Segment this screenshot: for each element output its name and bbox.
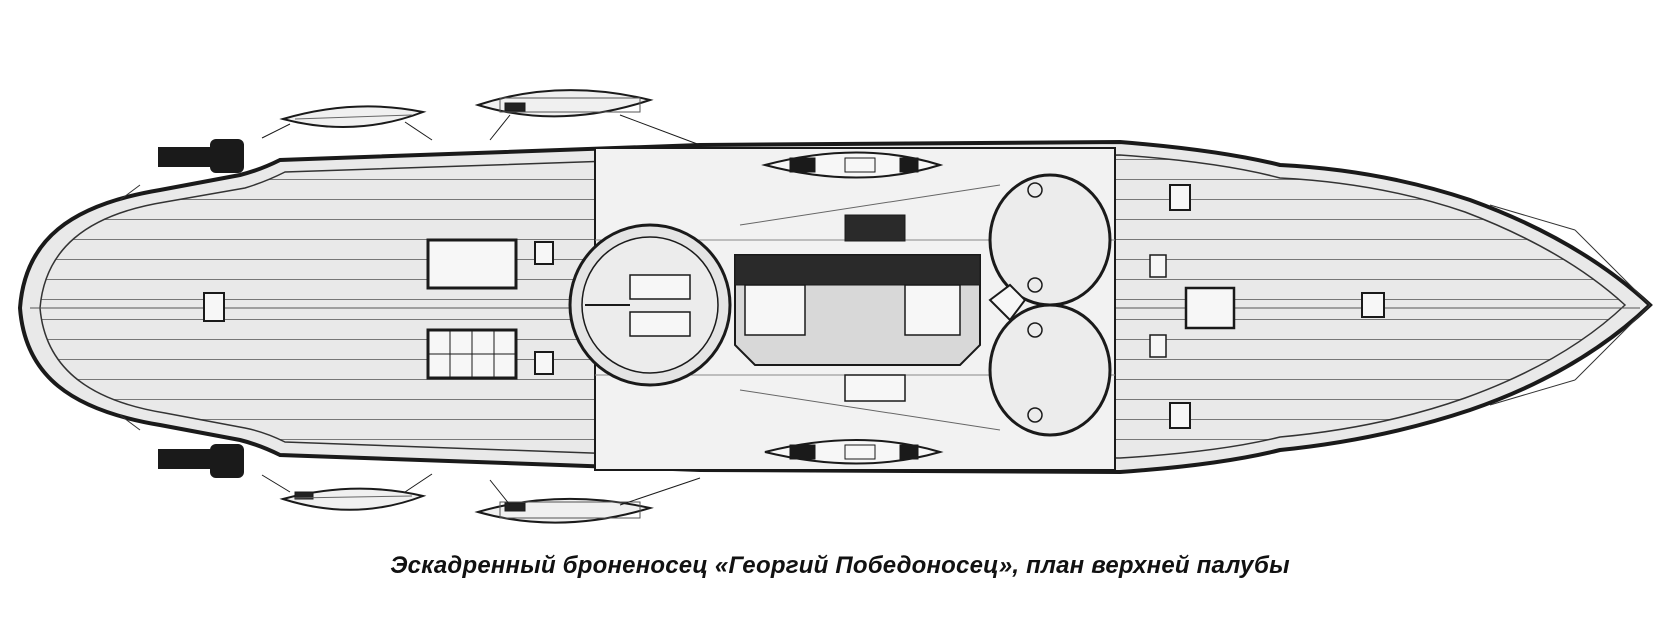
ship-boat [474,89,701,146]
aft-barbettes [988,173,1112,437]
ship-boat [474,477,701,524]
ship-boats-top [261,89,701,146]
ship-boat [261,473,433,511]
ship-boat [261,105,433,141]
central-structure [734,214,981,402]
forward-hatches [203,238,554,380]
deck-plan-drawing [17,89,1653,524]
aft-fittings [1149,184,1385,429]
ship-boats-bottom [261,473,701,524]
deckhouse-boats [761,151,944,465]
forward-barbette [568,223,732,387]
davits [158,139,244,478]
figure-caption: Эскадренный броненосец «Георгий Победоно… [390,552,1290,579]
rigging [119,184,1651,431]
